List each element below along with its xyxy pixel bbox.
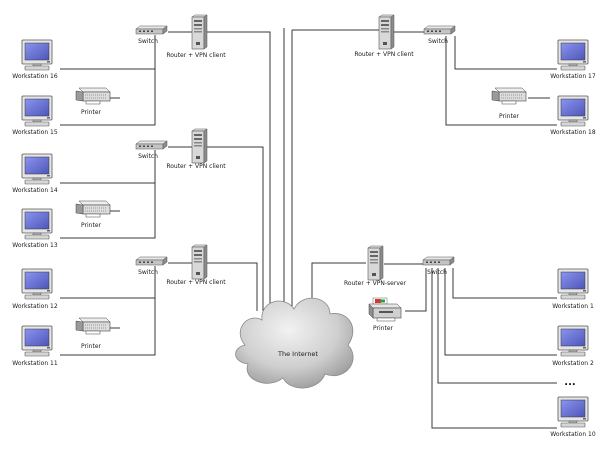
workstation-label: Workstation 1: [552, 303, 594, 310]
printer-label: Printer: [81, 222, 101, 229]
router-top-right: Router + VPN client: [354, 14, 414, 58]
router-label: Router + VPN client: [354, 51, 414, 58]
router-top-left: Router + VPN client: [166, 14, 226, 59]
workstation-13: Workstation 13: [12, 208, 58, 249]
printer-label: Printer: [81, 343, 101, 350]
workstation-16: Workstation 16: [12, 39, 58, 80]
switch-label: Switch: [138, 153, 158, 160]
printer-middle-left: Printer: [75, 200, 111, 229]
workstation-label: Workstation 17: [550, 73, 596, 80]
workstation-12: Workstation 12: [12, 268, 58, 310]
lan-bottom-left: Switch Router + VPN client Workstation 1…: [12, 244, 226, 367]
more-workstations-ellipsis: ...: [564, 377, 575, 388]
printer-bottom-right: Printer: [368, 297, 402, 332]
printer-label: Printer: [499, 113, 519, 120]
network-cables: [60, 28, 557, 429]
workstation-label: Workstation 10: [550, 431, 596, 438]
switch-middle-left: Switch: [135, 140, 168, 160]
switch-label: Switch: [428, 38, 448, 45]
workstation-2: Workstation 2: [552, 325, 594, 367]
printer-top-right: Printer: [491, 87, 527, 120]
workstation-15: Workstation 15: [12, 95, 58, 136]
lan-bottom-right: Router + VPN-server Switch Printer Works…: [344, 245, 596, 438]
workstation-17: Workstation 17: [550, 39, 596, 80]
workstation-11: Workstation 11: [12, 325, 58, 367]
workstation-label: Workstation 11: [12, 360, 58, 367]
lan-top-right: Router + VPN client Switch Workstation 1…: [354, 14, 596, 136]
router-vpn-server: Router + VPN-server: [344, 245, 407, 287]
workstation-label: Workstation 13: [12, 242, 58, 249]
router-bottom-left: Router + VPN client: [166, 244, 226, 286]
router-label: Router + VPN client: [166, 163, 226, 170]
workstation-10: Workstation 10: [550, 396, 596, 438]
router-label: Router + VPN client: [166, 279, 226, 286]
printer-label: Printer: [81, 109, 101, 116]
printer-label: Printer: [373, 325, 393, 332]
internet-cloud: The Internet: [235, 297, 354, 389]
switch-top-right: Switch: [423, 25, 456, 45]
workstation-1: Workstation 1: [552, 268, 594, 310]
workstation-label: Workstation 18: [550, 129, 596, 136]
workstation-label: Workstation 2: [552, 360, 594, 367]
switch-bottom-left: Switch: [135, 256, 168, 276]
switch-label: Switch: [138, 269, 158, 276]
workstation-18: Workstation 18: [550, 95, 596, 136]
router-label: Router + VPN-server: [344, 280, 407, 287]
workstation-label: Workstation 16: [12, 73, 58, 80]
printer-top-left: Printer: [75, 87, 111, 116]
workstation-label: Workstation 15: [12, 129, 58, 136]
router-label: Router + VPN client: [166, 52, 226, 59]
switch-top-left: Switch: [135, 25, 168, 45]
lan-top-left: Switch Router + VPN client Workstation 1…: [12, 14, 226, 136]
workstation-label: Workstation 12: [12, 303, 58, 310]
lan-middle-left: Switch Router + VPN client Workstation 1…: [12, 128, 226, 249]
internet-label: The Internet: [277, 350, 318, 358]
switch-label: Switch: [427, 269, 447, 276]
switch-label: Switch: [138, 38, 158, 45]
workstation-label: Workstation 14: [12, 187, 58, 194]
workstation-14: Workstation 14: [12, 153, 58, 194]
router-middle-left: Router + VPN client: [166, 128, 226, 170]
printer-bottom-left: Printer: [75, 317, 111, 350]
switch-bottom-right: Switch: [422, 256, 455, 276]
